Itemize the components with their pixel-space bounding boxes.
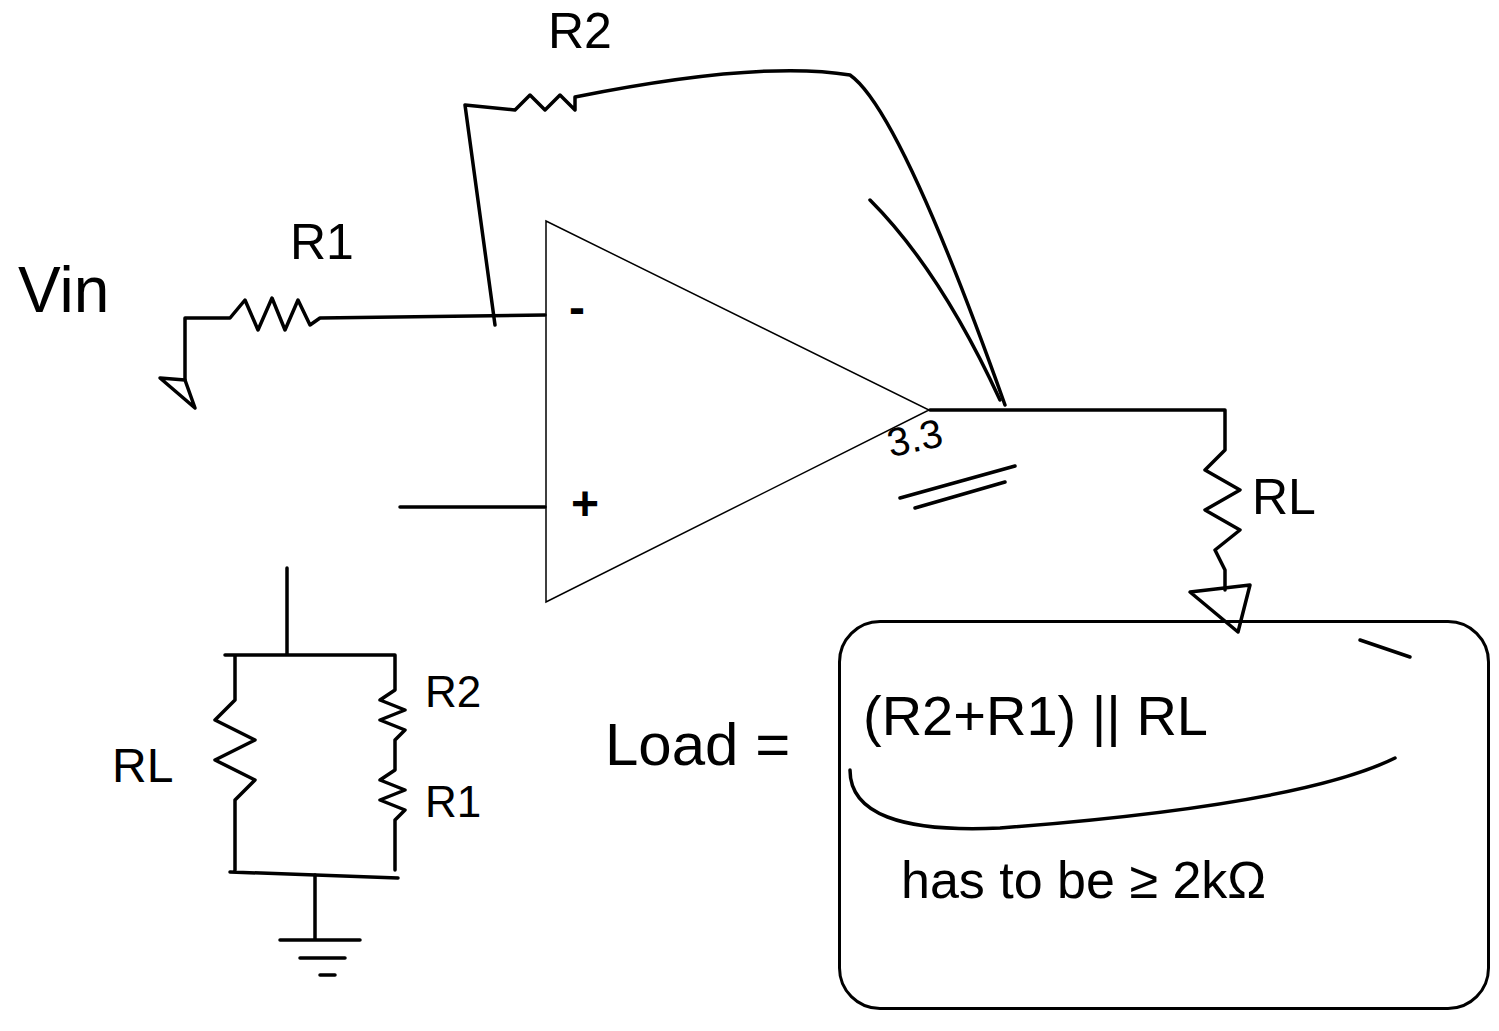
resistor-label: RL (112, 740, 173, 793)
input-sign: - (569, 282, 585, 335)
input-resistor-symbol (185, 298, 545, 380)
op-amp-triangle (546, 221, 929, 602)
resistor-label: R1 (290, 215, 354, 270)
note-text: has to be ≥ 2kΩ (901, 852, 1266, 909)
feedback-stroke (870, 200, 1000, 400)
op-amp-outline (545, 220, 930, 603)
equation-text: (R2+R1) || RL (863, 685, 1208, 747)
plus-input-wire (400, 505, 545, 509)
ground-symbol (1190, 585, 1250, 632)
input-sign: + (571, 478, 599, 531)
output-load-resistor-symbol (930, 410, 1240, 590)
resistor-label: R2 (425, 668, 481, 716)
note-box: (R2+R1) || RL has to be ≥ 2kΩ (838, 620, 1490, 1010)
equivalent-circuit-symbol (215, 568, 405, 878)
supply-underline (900, 466, 1015, 508)
underbrace (850, 758, 1395, 829)
signal-name: Vin (18, 255, 109, 325)
resistor-label: R1 (425, 778, 481, 826)
resistor-label: R2 (548, 4, 612, 59)
ground-symbol (280, 875, 360, 975)
box-squiggle (1360, 640, 1410, 657)
supply-voltage: 3.3 (883, 410, 947, 465)
resistor-label: RL (1252, 470, 1316, 525)
equation-label: Load = (605, 712, 790, 778)
op-amp: -+ (545, 220, 930, 603)
input-source-symbol (160, 378, 195, 408)
